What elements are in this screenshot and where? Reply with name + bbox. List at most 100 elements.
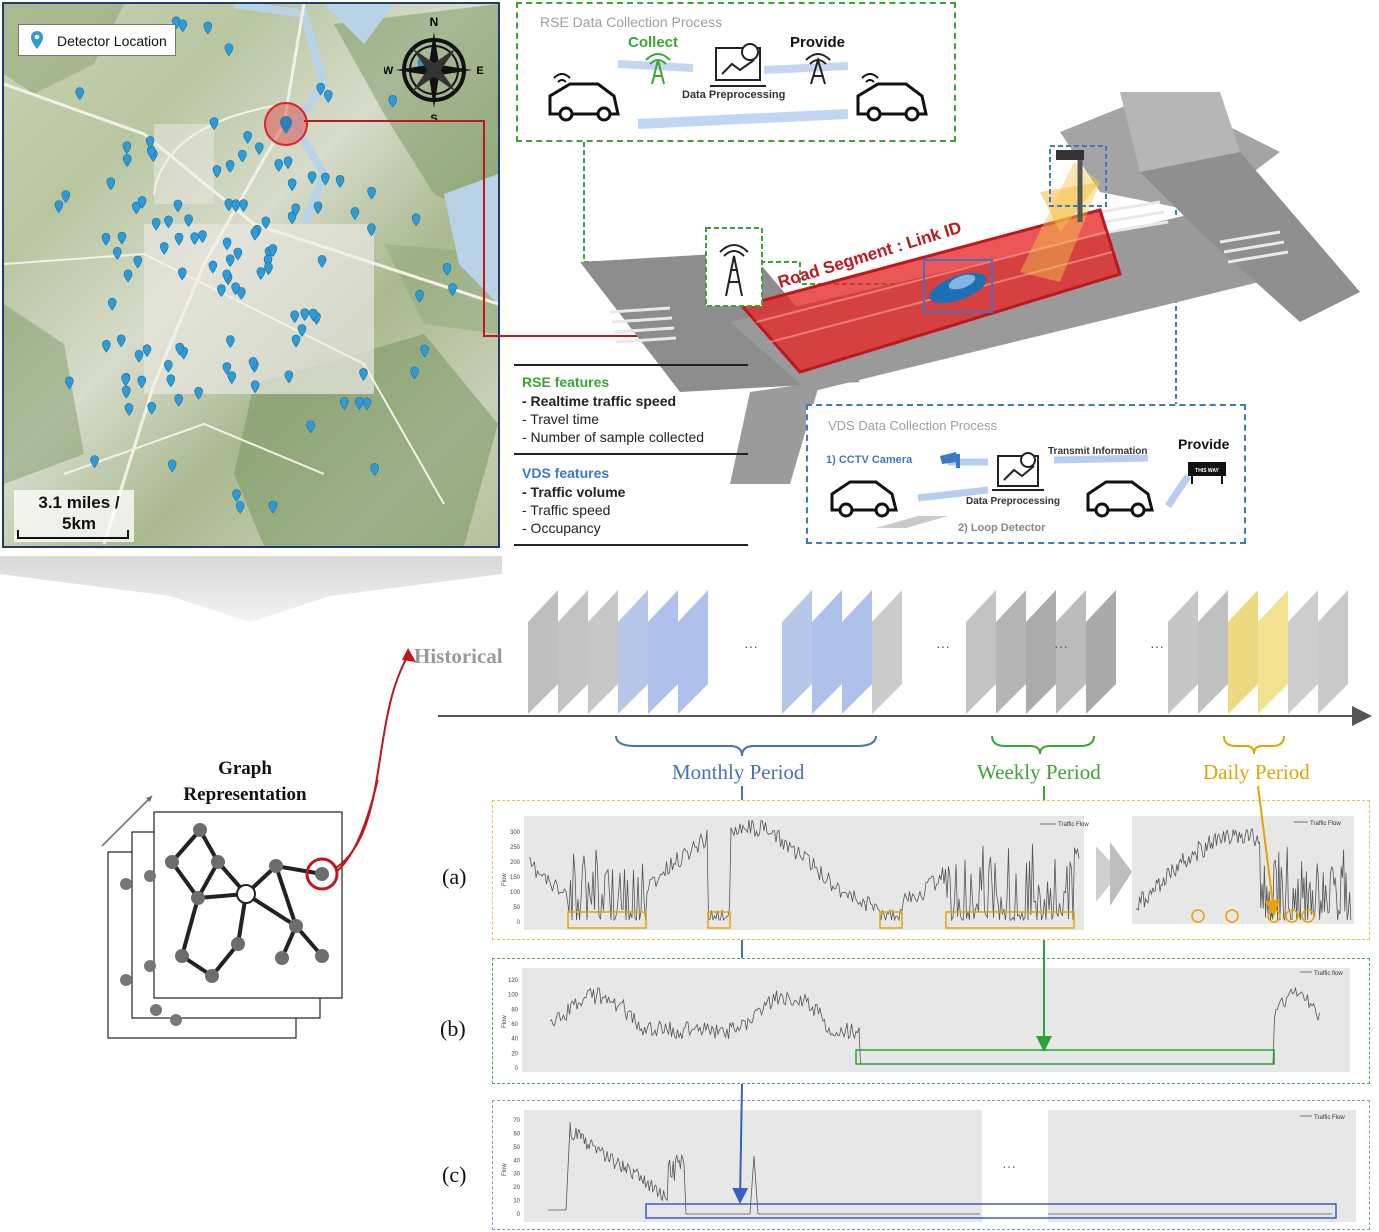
detector-pin-icon	[321, 172, 330, 186]
detector-pin-icon	[415, 289, 424, 303]
provide-sign-icon	[1188, 462, 1226, 484]
detector-pin-icon	[224, 43, 234, 57]
rse-feature-item: - Travel time	[522, 411, 600, 427]
panel-a-label: (a)	[442, 864, 467, 889]
detector-pin-icon	[113, 247, 122, 260]
detector-pin-icon	[106, 177, 116, 191]
time-slice	[1168, 590, 1198, 714]
y-tick-label: 60	[513, 1131, 520, 1137]
time-slice	[812, 590, 842, 714]
scale-label-line2: 5km	[61, 514, 97, 533]
y-tick-label: 120	[508, 978, 519, 984]
graph-node	[165, 855, 179, 869]
detector-pin-icon	[222, 237, 232, 251]
detector-pin-icon	[177, 267, 187, 281]
detector-pin-icon	[227, 371, 237, 385]
detector-pin-icon	[388, 94, 397, 108]
graph-node	[193, 823, 207, 837]
vds-features-heading: VDS features	[522, 465, 610, 481]
y-tick-label: 0	[517, 1212, 521, 1218]
detector-pin-icon	[190, 232, 199, 246]
car-icon	[830, 480, 898, 518]
detector-pin-icon	[142, 344, 152, 358]
detector-pin-icon	[316, 82, 326, 96]
timeline-ellipsis: ···	[1150, 638, 1164, 654]
graph-node	[269, 859, 283, 873]
missing-data-boxes	[567, 909, 1315, 929]
detector-pin-icon	[359, 368, 368, 381]
detector-pin-icon	[102, 339, 111, 353]
graph-node	[231, 937, 245, 951]
detector-pin-icon	[313, 201, 323, 215]
car-icon	[548, 82, 620, 122]
y-tick-label: 20	[513, 1185, 520, 1191]
detector-pin-icon	[208, 260, 218, 274]
detector-pin-icon	[226, 335, 235, 348]
time-slice	[1318, 590, 1348, 714]
graph-node	[144, 960, 156, 972]
y-tick-label: 150	[510, 875, 521, 881]
map-legend: Detector Location	[18, 24, 176, 56]
detector-pin-icon	[284, 370, 294, 384]
detector-map: N S E W Detector Location 3.1 miles / 5k…	[2, 2, 500, 548]
detector-pin-icon	[420, 344, 429, 358]
compass-north: N	[430, 15, 439, 29]
graph-node	[144, 870, 156, 882]
detector-pin-icon	[65, 376, 74, 390]
detector-pin-icon	[274, 159, 284, 172]
panel-a-series	[529, 819, 1080, 922]
detector-pin-icon	[283, 156, 293, 170]
road-intersection-scene: Road Segment : Link ID	[580, 92, 1360, 484]
compass-west: W	[384, 65, 394, 77]
detector-pin-icon	[107, 297, 117, 311]
y-tick-label: 40	[511, 1037, 518, 1043]
y-tick-label: 200	[510, 860, 521, 866]
panel-a-ylabel: Flow	[502, 873, 508, 886]
graph-node	[315, 949, 329, 963]
detector-pin-icon	[291, 334, 301, 348]
monthly-missing-box	[645, 1203, 1337, 1219]
detector-pin-icon	[203, 21, 213, 35]
provide-antenna-icon	[805, 53, 831, 85]
graph-node	[170, 1014, 182, 1026]
rse-flow-art	[548, 43, 928, 129]
y-tick-label: 100	[510, 890, 521, 896]
data-preprocessing-icon	[992, 452, 1044, 491]
detector-pin-icon	[61, 190, 71, 203]
y-tick-label: 50	[513, 1145, 520, 1151]
panel-c-series	[548, 1121, 980, 1215]
rse-provide-label: Provide	[790, 34, 846, 51]
transmit-label: Transmit Information	[1048, 446, 1148, 457]
panel-a-frame	[492, 800, 1370, 940]
detector-pin-icon	[173, 199, 183, 213]
time-slice	[1026, 590, 1056, 714]
detector-pin-icon	[307, 171, 317, 185]
y-tick-label: 300	[510, 830, 521, 836]
detector-pin-icon	[159, 241, 169, 255]
sign-label: THIS WAY	[1195, 468, 1219, 474]
detector-pin-icon	[225, 160, 235, 173]
detector-pin-icon	[133, 255, 143, 269]
detector-pin-icon	[340, 397, 349, 410]
data-preprocessing-icon	[710, 43, 766, 87]
monthly-brace	[615, 735, 877, 757]
compass-east: E	[476, 65, 483, 77]
detector-pin-icon	[151, 217, 161, 231]
panel-a-legend: Traffic Flow	[1058, 822, 1089, 828]
detector-pin-icon	[174, 232, 184, 246]
detector-pin-icon	[198, 230, 207, 243]
detector-pin-icon	[256, 267, 266, 281]
detector-pin-icon	[354, 396, 364, 410]
detector-pin-icon	[300, 308, 310, 322]
graph-title-line1: Graph	[218, 758, 272, 779]
compass-south: S	[430, 113, 437, 124]
weekly-brace	[991, 735, 1095, 755]
panel-a-detail-legend: Traffic Flow	[1310, 821, 1341, 827]
y-tick-label: 20	[511, 1051, 518, 1057]
map-scale: 3.1 miles / 5km	[14, 490, 134, 542]
detector-pin-icon	[287, 178, 297, 192]
detector-pin-icon	[167, 459, 177, 473]
detector-pin-icon	[411, 213, 421, 227]
graph-node	[211, 855, 225, 869]
